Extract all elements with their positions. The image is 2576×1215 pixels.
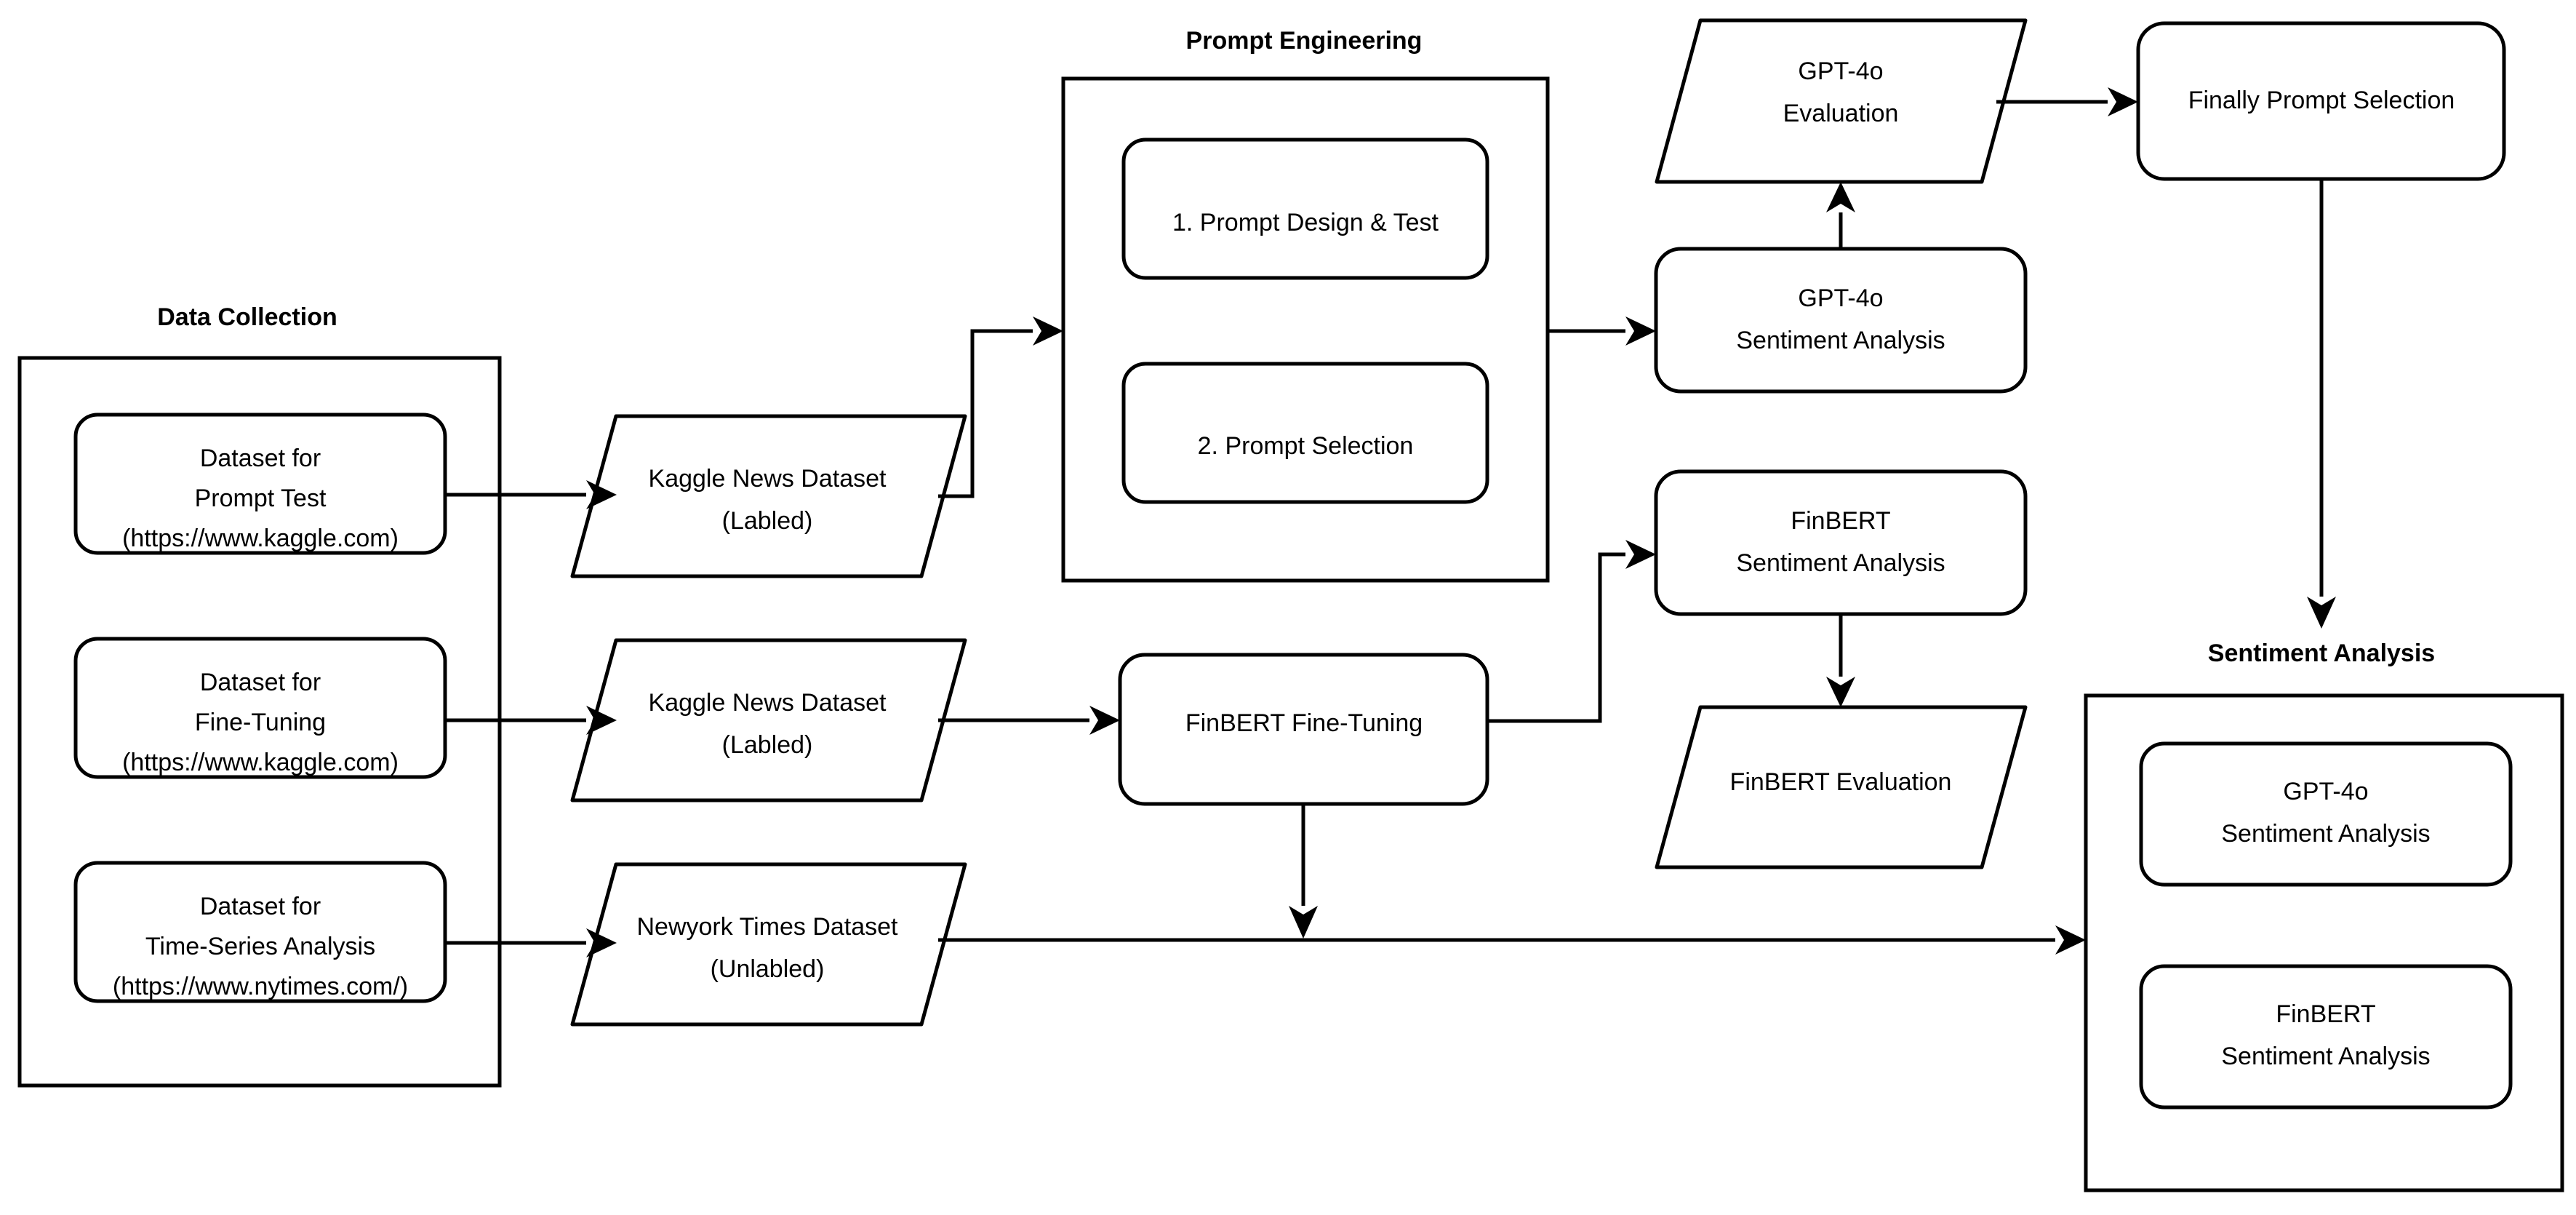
edge-finally-prompt-selection-to-sentiment-analysis [2307,179,2336,629]
edge-prompt-engineering-to-gpt4o-sentiment [1548,316,1656,346]
edge-gpt4o-sentiment-to-gpt4o-evaluation [1826,182,1855,249]
node-finbert-sentiment-analysis[interactable] [1654,469,2028,616]
node-dataset-fine-tuning-line2: Fine-Tuning [195,709,326,736]
edge-dataset-fine-tuning-to-kaggle-mid [445,706,617,735]
node-output-finbert-line2: Sentiment Analysis [2221,1043,2430,1070]
node-finbert-sentiment-line2: Sentiment Analysis [1736,549,1945,577]
node-finally-prompt-selection-label: Finally Prompt Selection [2188,87,2455,114]
node-output-gpt4o-line2: Sentiment Analysis [2221,820,2430,848]
node-finbert-fine-tuning-label: FinBERT Fine-Tuning [1185,709,1423,737]
node-prompt-selection[interactable] [1121,362,1489,504]
node-kaggle-news-mid-line2: (Labled) [722,731,813,759]
node-dataset-prompt-test[interactable] [73,413,447,555]
node-dataset-fine-tuning-line1: Dataset for [200,669,321,696]
edge-nytimes-to-sentiment-analysis-group [938,925,2086,955]
node-gpt4o-evaluation-line1: GPT-4o [1798,57,1883,85]
group-title-data-collection: Data Collection [157,303,337,331]
group-title-sentiment-analysis: Sentiment Analysis [2208,640,2435,667]
node-output-finbert-line1: FinBERT [2276,1000,2375,1028]
node-dataset-prompt-test-line1: Dataset for [200,445,321,472]
node-output-gpt4o-line1: GPT-4o [2283,778,2368,805]
node-nytimes-dataset[interactable] [570,862,967,1027]
node-dataset-time-series-line2: Time-Series Analysis [145,933,375,960]
node-dataset-prompt-test-line3: (https://www.kaggle.com) [122,525,399,552]
node-output-finbert-sentiment-analysis[interactable] [2139,964,2513,1110]
node-kaggle-news-mid-line1: Kaggle News Dataset [649,689,887,717]
node-prompt-selection-label: 2. Prompt Selection [1198,432,1414,460]
edge-finbert-sentiment-to-finbert-evaluation [1826,614,1855,707]
edge-gpt4o-evaluation-to-finally-prompt-selection [1996,87,2138,116]
node-finbert-sentiment-line1: FinBERT [1791,507,1890,535]
node-nytimes-dataset-line2: (Unlabled) [711,955,825,983]
node-gpt4o-evaluation-line2: Evaluation [1783,100,1899,127]
node-kaggle-news-top-line1: Kaggle News Dataset [649,465,887,493]
group-title-prompt-engineering: Prompt Engineering [1186,27,1423,55]
node-kaggle-news-dataset-top[interactable] [570,414,967,578]
node-gpt4o-sentiment-analysis[interactable] [1654,247,2028,394]
node-dataset-prompt-test-line2: Prompt Test [195,485,327,512]
edge-kaggle-mid-to-finbert-fine-tuning [938,706,1120,735]
node-kaggle-news-dataset-mid[interactable] [570,638,967,802]
edge-dataset-prompt-test-to-kaggle-top [445,480,617,509]
node-dataset-fine-tuning-line3: (https://www.kaggle.com) [122,749,399,776]
node-dataset-time-series-line1: Dataset for [200,893,321,920]
node-output-gpt4o-sentiment-analysis[interactable] [2139,741,2513,887]
node-prompt-design-test[interactable] [1121,138,1489,280]
node-nytimes-dataset-line1: Newyork Times Dataset [637,913,899,941]
node-kaggle-news-top-line2: (Labled) [722,507,813,535]
node-prompt-design-test-label: 1. Prompt Design & Test [1172,209,1439,236]
node-dataset-fine-tuning[interactable] [73,637,447,779]
node-finbert-evaluation-label: FinBERT Evaluation [1730,768,1952,796]
node-gpt4o-evaluation[interactable] [1655,18,2028,184]
node-gpt4o-sentiment-line1: GPT-4o [1798,284,1883,312]
edge-finbert-fine-tuning-to-finbert-sentiment [1487,540,1656,723]
edge-kaggle-top-to-prompt-engineering [938,316,1063,498]
node-dataset-time-series[interactable] [73,861,447,1003]
edge-dataset-time-series-to-nytimes [445,928,617,957]
node-finbert-evaluation[interactable] [1655,705,2028,869]
node-gpt4o-sentiment-line2: Sentiment Analysis [1736,327,1945,354]
edge-finbert-fine-tuning-to-output-line [1289,804,1318,939]
node-dataset-time-series-line3: (https://www.nytimes.com/) [113,973,408,1000]
